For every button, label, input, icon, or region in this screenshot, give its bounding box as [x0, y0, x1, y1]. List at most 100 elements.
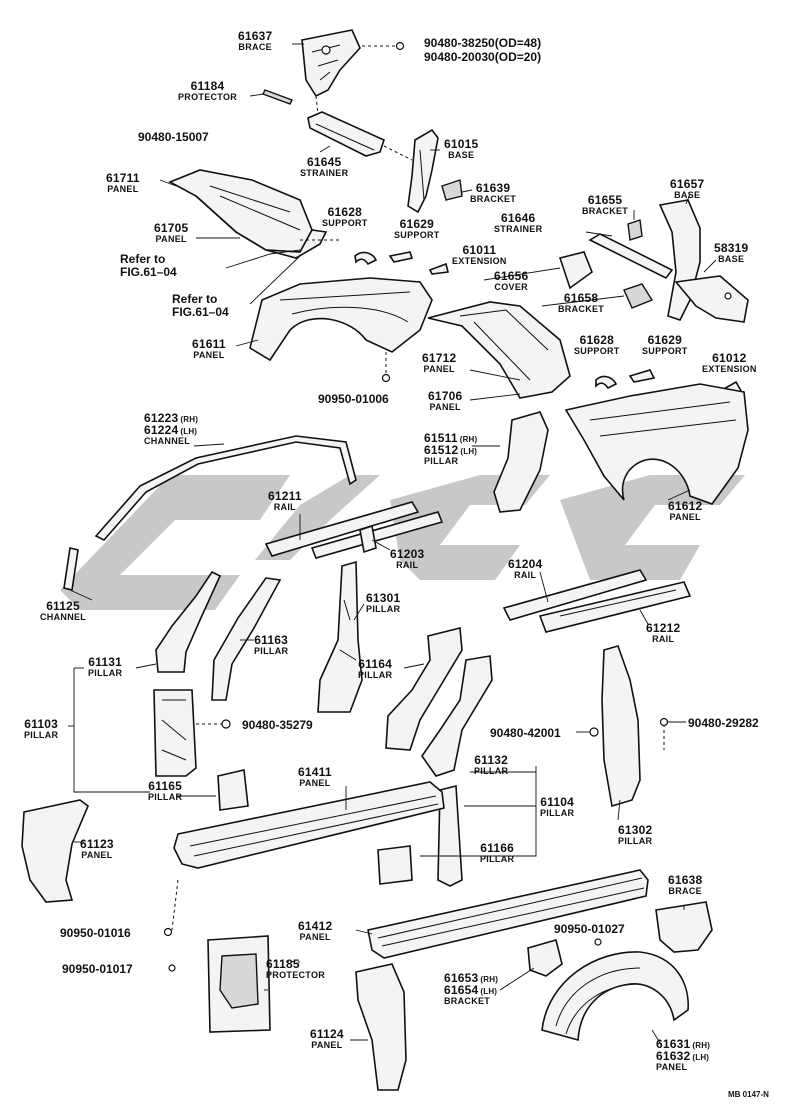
pillar-61163-shape	[211, 577, 282, 701]
pillar-61104-shape	[437, 784, 463, 887]
base-58319-shape	[674, 275, 749, 323]
strainer-61645-shape	[307, 111, 385, 157]
rail-61212-shape	[538, 581, 692, 633]
ref-90480-38250: 90480-38250(OD=48)	[424, 36, 542, 50]
label-61223-61224: 61223(RH) 61224(LH) CHANNEL	[144, 411, 199, 446]
rail-61211-shape	[264, 501, 420, 557]
brace-61638-shape	[655, 901, 713, 953]
ref-90950-01006: 90950-01006	[318, 392, 389, 406]
bracket-61653-shape	[527, 939, 563, 977]
ref-90950-01016: 90950-01016	[60, 926, 131, 940]
strainer-61646-shape	[588, 233, 674, 280]
label-61653-61654: 61653(RH) 61654(LH) BRACKET	[444, 971, 499, 1006]
channel-61125-shape	[63, 547, 79, 591]
pillar-61132-shape	[421, 655, 493, 777]
panel-61705-shape	[195, 195, 328, 259]
ref-90480-29282: 90480-29282	[688, 716, 759, 730]
pillar-61302-shape	[601, 645, 641, 808]
ref-90480-20030: 90480-20030(OD=20)	[424, 50, 542, 64]
ref-90480-35279: 90480-35279	[242, 718, 313, 732]
channel-61223-shape	[94, 435, 357, 541]
rail-61203-shape	[310, 511, 444, 559]
refer-to-2: Refer to	[172, 292, 218, 306]
ref-90950-01017: 90950-01017	[62, 962, 133, 976]
rail-61204-shape	[502, 569, 648, 621]
panel-61411-shape	[173, 781, 445, 869]
ref-90480-42001: 90480-42001	[490, 726, 561, 740]
panel-61712-shape	[427, 301, 571, 399]
ref-90950-01027: 90950-01027	[554, 922, 625, 936]
base-61015-shape	[407, 128, 439, 214]
pillar-61131-shape	[155, 570, 222, 673]
label-61511-61512: 61511(RH) 61512(LH) PILLAR	[424, 431, 478, 466]
ref-90480-15007: 90480-15007	[138, 130, 209, 144]
panel-61124-shape	[355, 963, 407, 1091]
pillar-61301-shape	[317, 560, 363, 713]
label-61631-61632: 61631(RH) 61632(LH) PANEL	[656, 1037, 711, 1072]
pillar-61511-shape	[493, 411, 549, 513]
pillar-61166-shape	[377, 845, 413, 885]
panel-61611-shape	[249, 277, 433, 362]
panel-61123-shape	[21, 799, 89, 903]
pillar-61103-shape	[153, 689, 197, 777]
panel-61631-shape	[541, 951, 689, 1042]
bracket-61639-shape	[441, 179, 463, 201]
brace-61637-shape	[301, 29, 361, 98]
panel-61412-shape	[367, 869, 649, 959]
pillar-61164-shape	[385, 626, 463, 751]
pillar-61165-shape	[217, 769, 249, 811]
refer-to-1: Refer to	[120, 252, 166, 266]
protector-61184-shape	[262, 89, 293, 105]
drawing-code: MB 0147-N	[728, 1090, 769, 1099]
panel-61612-shape	[564, 383, 749, 505]
refer-fig-1: FIG.61–04	[120, 265, 177, 279]
